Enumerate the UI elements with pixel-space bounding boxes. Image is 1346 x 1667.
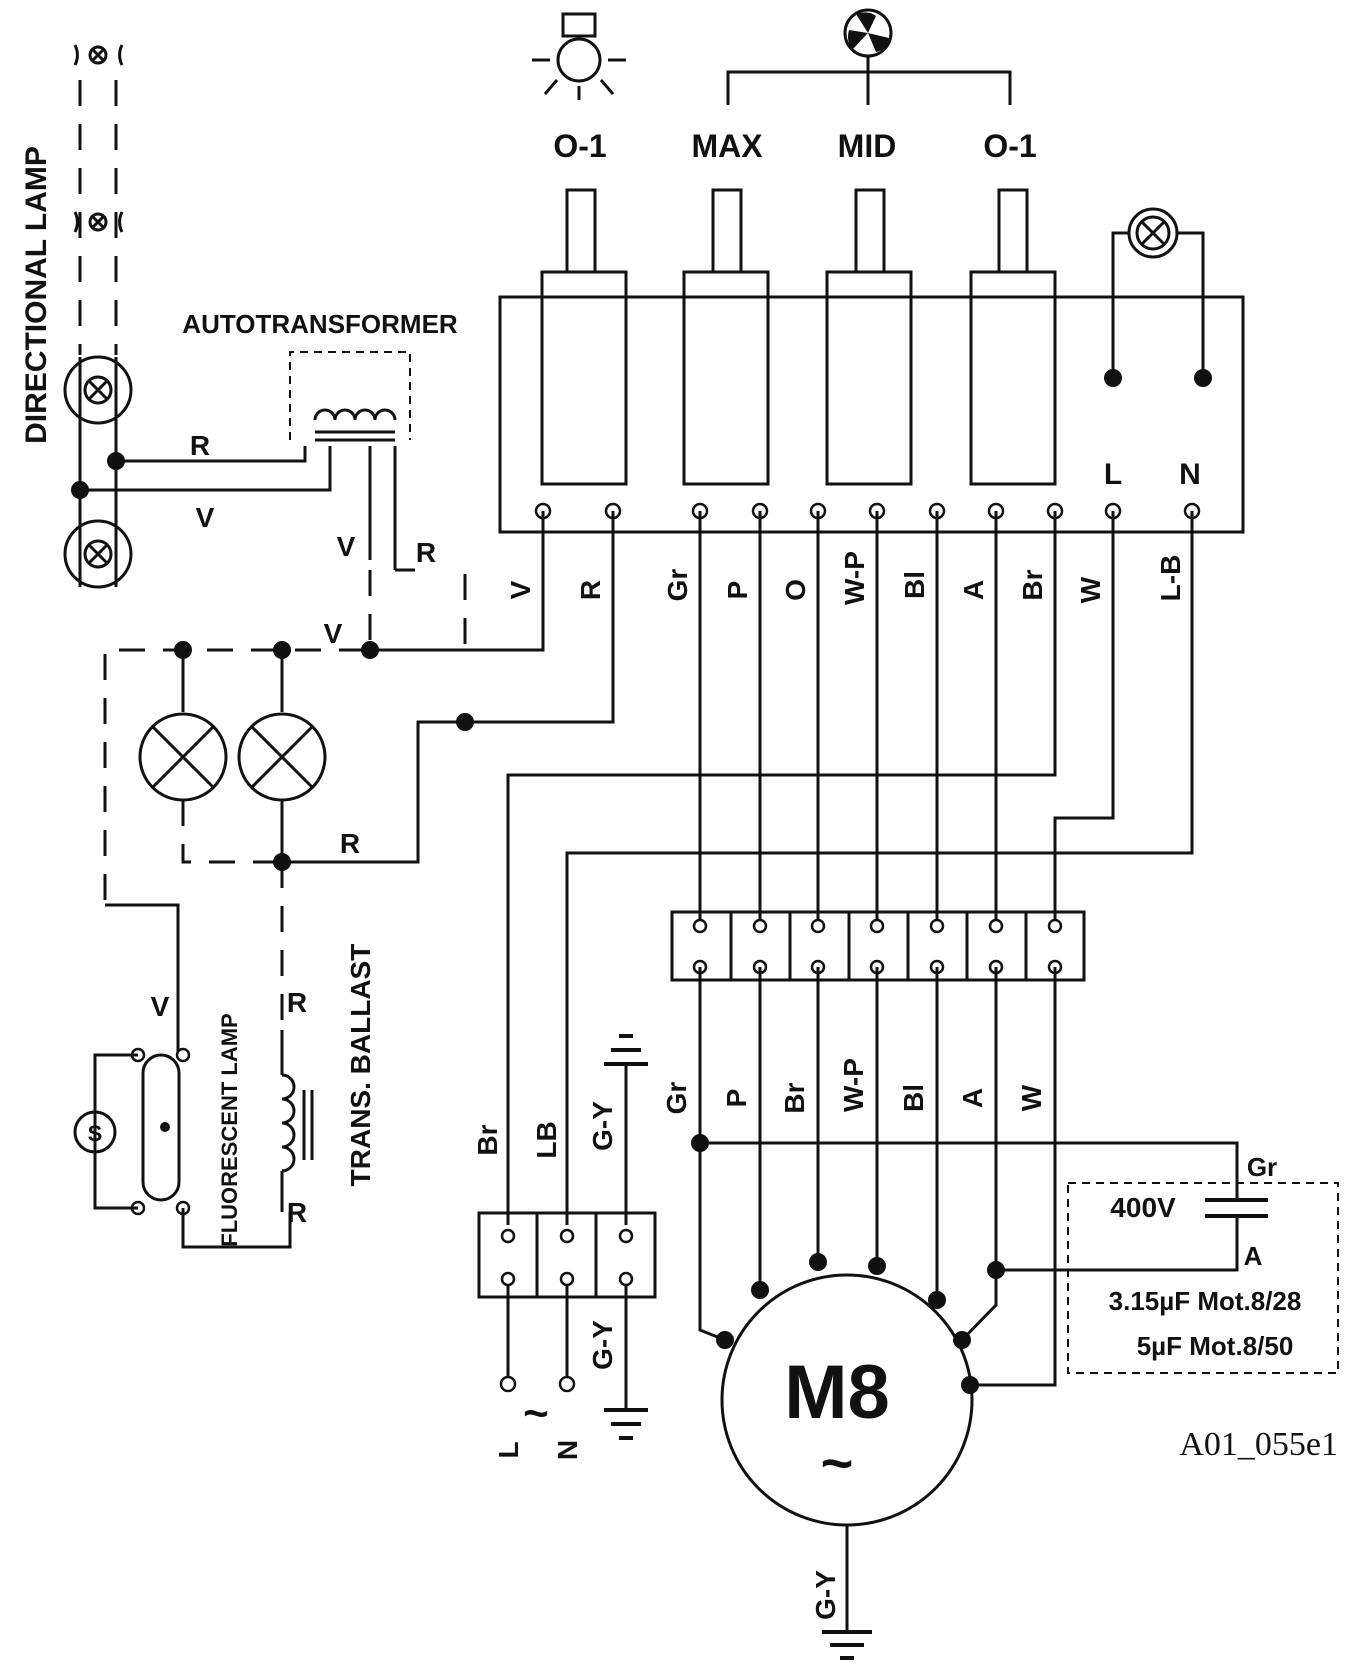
pilot-terminal-l: L <box>1104 458 1122 491</box>
auto-drop-v-label: V <box>337 531 356 562</box>
motor-wire-wp: W-P <box>838 1058 869 1112</box>
wire-label-v: V <box>505 580 536 599</box>
fluo-v-label: V <box>151 991 170 1022</box>
autotransformer <box>80 351 415 572</box>
wire-label-p: P <box>722 581 753 600</box>
mains-ac-symbol: ~ <box>523 1389 549 1438</box>
motor-wire-br: Br <box>779 1082 810 1113</box>
pilot-lamp <box>1104 207 1212 387</box>
motor-label: M8 <box>784 1350 890 1435</box>
light-bulb-icon <box>532 12 626 100</box>
switch-label-light: O-1 <box>553 128 606 164</box>
mains-ground-label: G-Y <box>587 1320 618 1370</box>
auto-wire-r-label: R <box>190 430 210 461</box>
motor-wire-w: W <box>1016 1084 1047 1111</box>
trans-ballast-label: TRANS. BALLAST <box>345 944 376 1187</box>
auto-drop-r-label: R <box>416 537 436 568</box>
fluorescent-lamp-label: FLUORESCENT LAMP <box>217 1013 242 1246</box>
ballast-coil <box>280 1030 314 1212</box>
reference-code: A01_055e1 <box>1179 1426 1338 1463</box>
switch-panel <box>498 188 1245 534</box>
wire-label-a: A <box>958 580 989 600</box>
mains-wire-gy: G-Y <box>587 1101 618 1151</box>
wiring-bus <box>506 511 1194 1225</box>
motor-wire-gr: Gr <box>661 1082 692 1115</box>
cap-rating-1: 3.15µF Mot.8/28 <box>1109 1286 1302 1316</box>
cap-a-label: A <box>1244 1241 1263 1271</box>
mains-label-n: N <box>552 1440 583 1460</box>
wire-label-r: R <box>575 580 606 600</box>
wire-label-gr: Gr <box>662 569 693 602</box>
main-lamps <box>103 511 615 1030</box>
fan-icon <box>726 8 1012 105</box>
switch-label-fan-off: O-1 <box>983 128 1036 164</box>
wire-label-lb: L-B <box>1155 555 1186 602</box>
motor-m8 <box>691 967 1057 1660</box>
mains-label-l: L <box>493 1441 524 1458</box>
mains-terminal-block <box>477 1034 657 1440</box>
directional-lamp-label: DIRECTIONAL LAMP <box>20 146 53 444</box>
motor-ac-symbol: ~ <box>821 1431 854 1494</box>
pilot-terminal-n: N <box>1179 458 1201 491</box>
switch-label-mid: MID <box>838 128 897 164</box>
wire-label-wp: W-P <box>839 551 870 605</box>
r-return-label: R <box>340 828 360 859</box>
motor-wire-a: A <box>957 1088 988 1108</box>
motor-wire-bl: Bl <box>898 1084 929 1112</box>
wire-label-o: O <box>780 579 811 601</box>
cap-gr-label: Gr <box>1247 1152 1277 1182</box>
ballast-r-top-label: R <box>287 987 307 1018</box>
ballast-r-bottom-label: R <box>287 1197 307 1228</box>
wire-label-w: W <box>1075 576 1106 603</box>
cap-voltage: 400V <box>1110 1192 1176 1223</box>
wire-label-br: Br <box>1017 569 1048 600</box>
fluorescent-lamp <box>73 903 292 1249</box>
switch-label-max: MAX <box>691 128 763 164</box>
wire-label-bl: Bl <box>899 571 930 599</box>
motor-wire-p: P <box>721 1089 752 1108</box>
capacitor <box>700 1141 1339 1374</box>
auto-wire-v-label: V <box>196 502 215 533</box>
mains-wire-br: Br <box>472 1124 503 1155</box>
motor-ground-label: G-Y <box>810 1570 841 1620</box>
panel-terminals <box>534 502 1201 520</box>
v-line-label: V <box>324 618 343 649</box>
mains-wire-lb: LB <box>531 1121 562 1158</box>
starter-label: S <box>88 1121 103 1146</box>
cap-rating-2: 5µF Mot.8/50 <box>1137 1331 1294 1361</box>
directional-lamps <box>63 44 133 589</box>
autotransformer-label: AUTOTRANSFORMER <box>182 309 458 339</box>
